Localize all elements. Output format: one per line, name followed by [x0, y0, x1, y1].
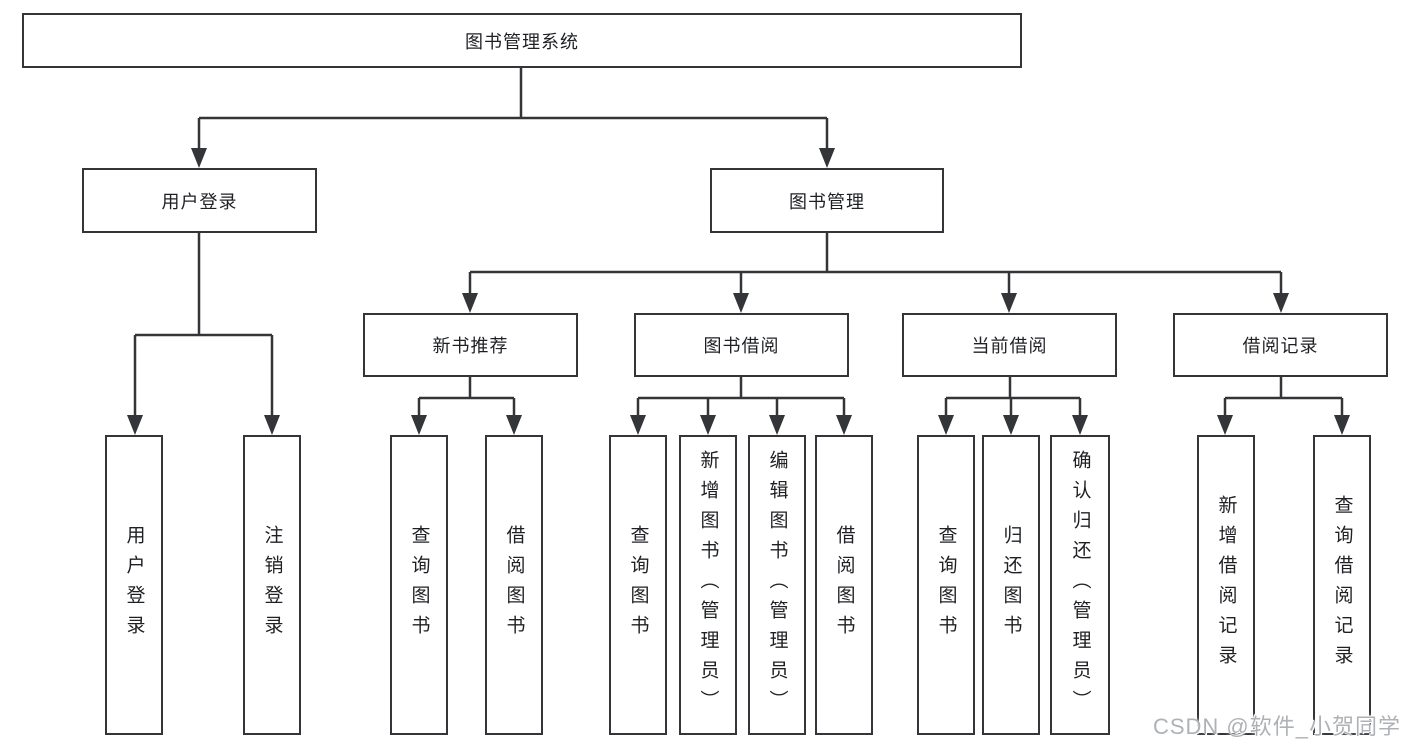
node-user-login: 用户登录 [105, 435, 163, 735]
node-cb-query-book: 查询图书 [917, 435, 975, 735]
node-br-add-record: 新增借阅记录 [1197, 435, 1255, 735]
node-bb-add-book: 新增图书（管理员） [679, 435, 737, 735]
node-nbr-query-book: 查询图书 [390, 435, 448, 735]
arrowheads [127, 148, 1350, 435]
node-borrow-records: 借阅记录 [1173, 313, 1388, 377]
node-logout: 注销登录 [243, 435, 301, 735]
node-book-borrow: 图书借阅 [634, 313, 849, 377]
node-new-book-recommend: 新书推荐 [363, 313, 578, 377]
node-current-borrow: 当前借阅 [902, 313, 1117, 377]
node-bb-borrow-book: 借阅图书 [815, 435, 873, 735]
node-book-mgmt-branch: 图书管理 [710, 168, 944, 233]
node-cb-return-book: 归还图书 [982, 435, 1040, 735]
node-bb-edit-book: 编辑图书（管理员） [748, 435, 806, 735]
node-root: 图书管理系统 [22, 13, 1022, 68]
node-br-query-record: 查询借阅记录 [1313, 435, 1371, 735]
node-bb-query-book: 查询图书 [609, 435, 667, 735]
watermark: CSDN @软件_小贺同学 [1152, 714, 1401, 739]
node-user-login-branch: 用户登录 [82, 168, 317, 233]
node-cb-confirm-return: 确认归还（管理员） [1050, 435, 1110, 735]
node-nbr-borrow-book: 借阅图书 [485, 435, 543, 735]
